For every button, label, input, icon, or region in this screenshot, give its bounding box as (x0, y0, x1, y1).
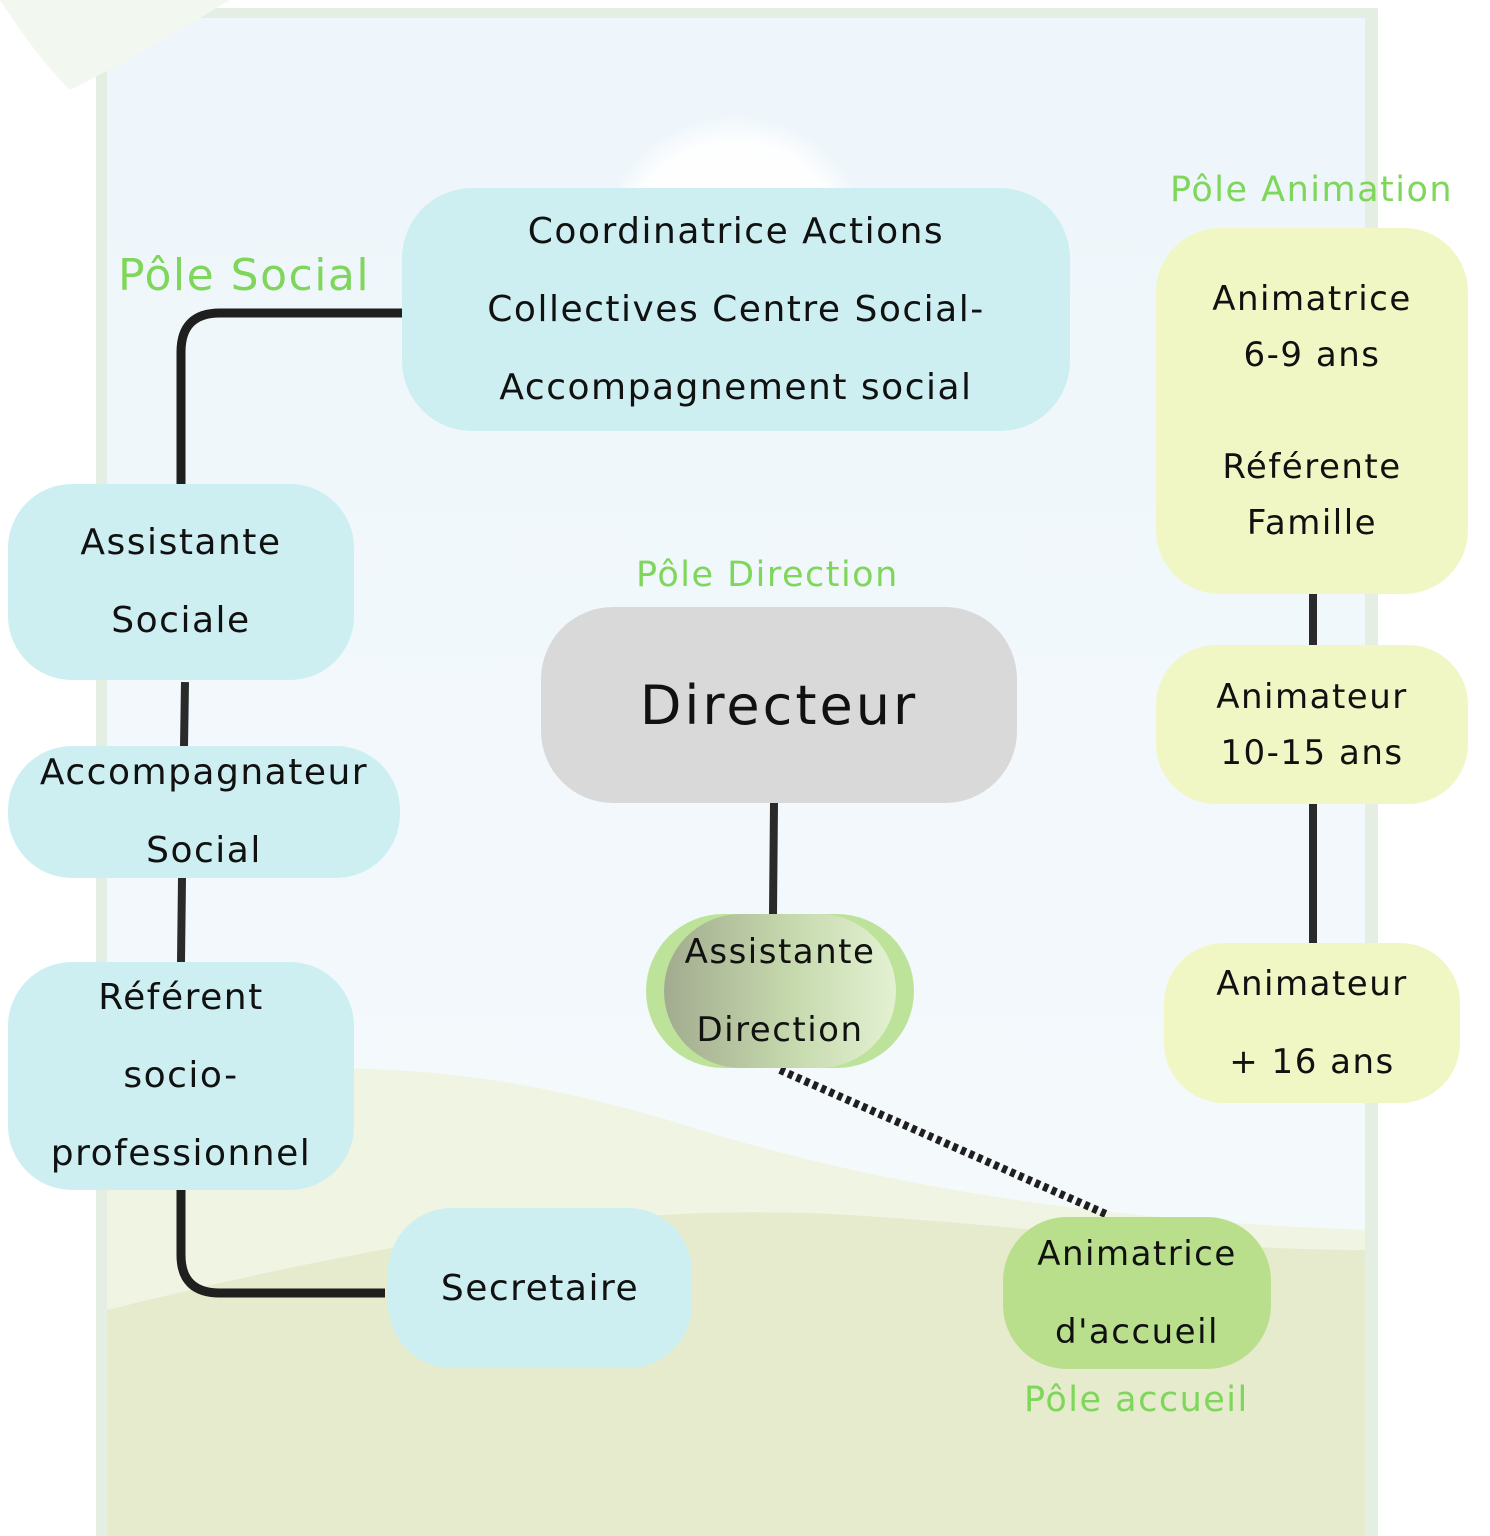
node-accompagnateur-social: Accompagnateur Social (8, 746, 400, 878)
pole-accueil-label: Pôle accueil (1024, 1380, 1249, 1420)
node-referent-socio-professionnel: Référent socio- professionnel (8, 962, 354, 1190)
node-secretaire: Secretaire (388, 1208, 692, 1368)
node-text-line: Accompagnateur (39, 752, 369, 793)
node-text-line: Social (146, 830, 262, 871)
connector-assistante-accompagnateur (180, 681, 189, 747)
node-text-line: d'accueil (1054, 1312, 1219, 1352)
pole-social-label: Pôle Social (118, 250, 371, 301)
node-text-line: Assistante (80, 522, 282, 563)
connector-coordinatrice-assistante (176, 308, 405, 486)
connector-referent-secretaire (176, 1190, 385, 1298)
node-assistante-sociale: Assistante Sociale (8, 484, 354, 680)
node-text-line: Collectives Centre Social- (487, 288, 985, 330)
node-text-line: Famille (1246, 503, 1378, 543)
node-text-line: + 16 ans (1229, 1042, 1395, 1082)
node-text-line: Accompagnement social (499, 366, 973, 408)
node-text-line: Assistante (684, 932, 876, 972)
pole-animation-label: Pôle Animation (1170, 170, 1454, 210)
node-text-line: Secretaire (440, 1267, 640, 1309)
node-text-line: Référente (1222, 447, 1402, 487)
node-text-line: Coordinatrice Actions (527, 210, 945, 252)
node-text-line: professionnel (50, 1133, 312, 1174)
node-text-line: 10-15 ans (1220, 732, 1404, 773)
node-text-line: Animatrice (1037, 1234, 1237, 1274)
node-text-line: Directeur (639, 673, 919, 737)
node-text-line: Direction (696, 1010, 864, 1050)
node-text-line: Animateur (1216, 676, 1408, 717)
node-text-line: 6-9 ans (1243, 335, 1381, 375)
node-animateur-16: Animateur + 16 ans (1164, 943, 1460, 1103)
connector-accompagnateur-referent (177, 877, 186, 963)
node-text-line: Animatrice (1212, 279, 1412, 319)
node-coordinatrice: Coordinatrice Actions Collectives Centre… (402, 188, 1070, 431)
node-directeur: Directeur (541, 607, 1017, 803)
node-text-line: Référent (98, 977, 264, 1018)
node-assistante-direction: Assistante Direction (646, 914, 914, 1068)
pole-direction-label: Pôle Direction (636, 555, 899, 595)
node-animateur-10-15: Animateur 10-15 ans (1156, 645, 1468, 804)
node-animatrice-accueil: Animatrice d'accueil (1003, 1217, 1271, 1369)
node-inner-gradient (664, 914, 896, 1068)
node-text-line: Sociale (111, 600, 251, 641)
connector-assistante-accueil-dotted (778, 1066, 1110, 1219)
node-text-line: Animateur (1216, 964, 1408, 1004)
connector-directeur-assistante (769, 802, 778, 915)
node-text-line: socio- (123, 1055, 239, 1096)
node-animatrice-6-9: Animatrice 6-9 ans Référente Famille (1156, 228, 1468, 594)
